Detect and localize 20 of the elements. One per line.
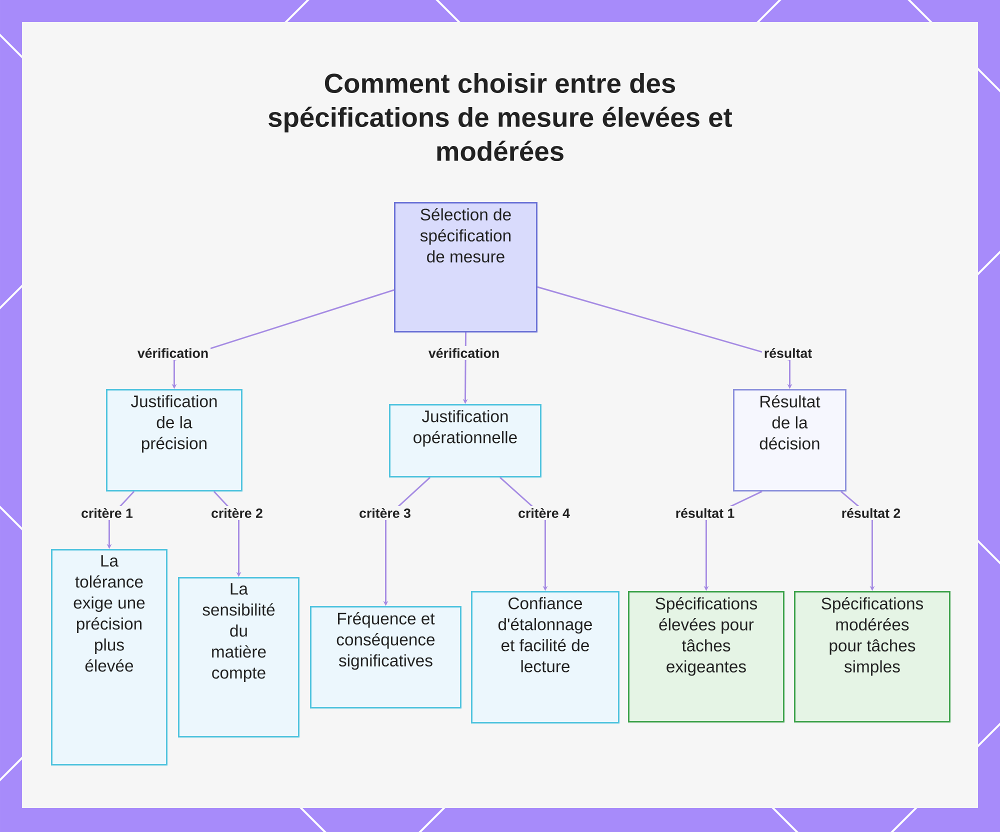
edge-label: critère 4: [516, 506, 572, 520]
criterion-box: Justification de la précision: [106, 389, 242, 492]
outcome-box: Spécifications élevées pour tâches exigeantes: [628, 591, 784, 722]
decision-box: Résultat de la décision: [733, 389, 846, 492]
criterion-box: Confiance d'étalonnage et facilité de lecture: [471, 591, 620, 724]
edge-label: critère 2: [209, 506, 265, 520]
root-box: Sélection de spécification de mesure: [394, 202, 538, 332]
edge-label: résultat 1: [673, 506, 737, 520]
outcome-box: Spécifications modérées pour tâches simples: [794, 591, 950, 722]
criterion-box: La tolérance exige une précision plus élevée: [51, 549, 168, 766]
edge-label: vérification: [426, 346, 502, 360]
edge-label: critère 1: [79, 506, 135, 520]
edge-label: résultat 2: [839, 506, 903, 520]
criterion-box: Justification opérationnelle: [389, 404, 542, 478]
edge-label: vérification: [135, 346, 211, 360]
criterion-box: Fréquence et conséquence significatives: [310, 606, 462, 708]
edge-label: résultat: [762, 346, 814, 360]
title: Comment choisir entre des spécifications de mesure élevées et modérées: [268, 72, 732, 162]
criterion-box: La sensibilité du matière compte: [178, 577, 300, 738]
edge-label: critère 3: [357, 506, 413, 520]
